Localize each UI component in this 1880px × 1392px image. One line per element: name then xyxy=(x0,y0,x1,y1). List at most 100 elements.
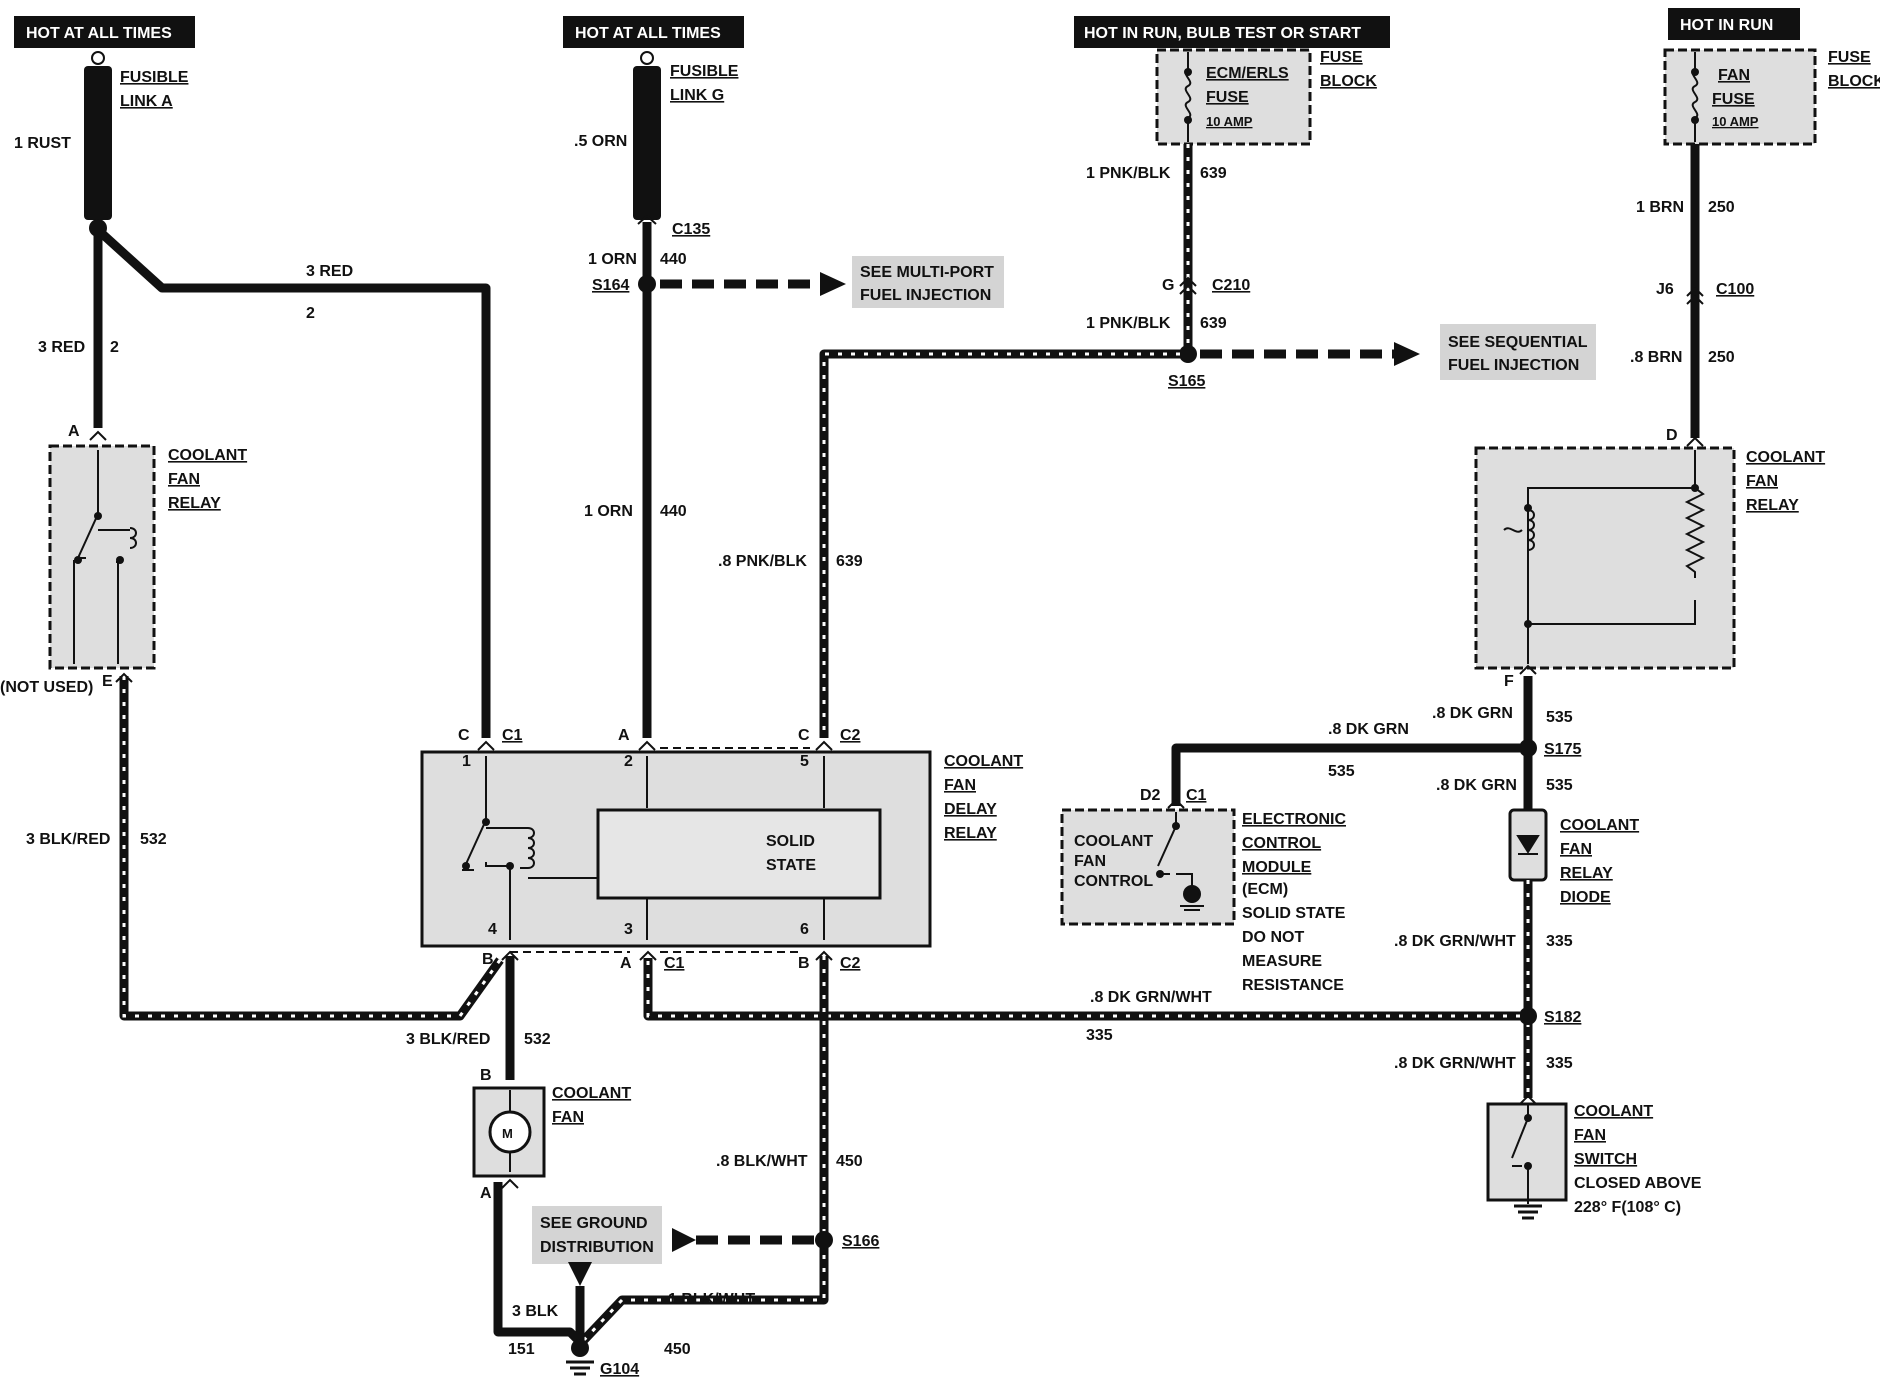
ecm-note-1: (ECM) xyxy=(1242,881,1288,898)
ecm-dot-2 xyxy=(1156,870,1164,878)
arrow-to-ground-dist xyxy=(672,1228,696,1252)
ecm-note-2: SOLID STATE xyxy=(1242,905,1346,922)
wire-label-3-red-top: 3 RED xyxy=(306,263,353,280)
delay-pin-4: 4 xyxy=(488,921,497,938)
wire-label-dk-grn-wht-b-num: 335 xyxy=(1086,1027,1113,1044)
see-mpfi-note xyxy=(852,256,1004,308)
ecm-fuse-label-1: ECM/ERLS xyxy=(1206,65,1289,82)
j6-label: J6 xyxy=(1656,281,1674,298)
fan-label-1: COOLANT xyxy=(552,1085,631,1102)
header-text-1: HOT AT ALL TIMES xyxy=(26,25,172,42)
fuse-block-2-label-2: BLOCK xyxy=(1828,73,1880,90)
c1-delay-bottom: C1 xyxy=(664,955,685,972)
s165-label: S165 xyxy=(1168,373,1205,390)
splice-s175 xyxy=(1519,739,1537,757)
c1-ecm-label: C1 xyxy=(1186,787,1207,804)
diode-symbol xyxy=(1516,835,1540,855)
relay-right-dot-2 xyxy=(1524,504,1532,512)
splice-fusible-a xyxy=(89,219,107,237)
ecm-box-label-1: COOLANT xyxy=(1074,833,1153,850)
delay-dot-3 xyxy=(506,862,514,870)
wire-label-1-rust: 1 RUST xyxy=(14,135,71,152)
fan-label-2: FAN xyxy=(552,1109,584,1126)
fuse-block-1-label-1: FUSE xyxy=(1320,49,1363,66)
pin-a-bottom-delay: A xyxy=(620,955,632,972)
wire-label-3-blk-red-fan-num: 532 xyxy=(524,1031,551,1048)
connector-chevrons xyxy=(89,214,1704,1189)
diode-label-3: RELAY xyxy=(1560,865,1613,882)
see-sfi-note xyxy=(1440,324,1596,380)
wire-3-blk-151 xyxy=(493,1182,582,1344)
fan-fuse-element xyxy=(1691,52,1699,142)
pin-b-bottom-delay-2: B xyxy=(798,955,810,972)
see-sfi-label-2: FUEL INJECTION xyxy=(1448,357,1579,374)
relay-right-dot-1 xyxy=(1691,484,1699,492)
wire-label-1-orn-b: 1 ORN xyxy=(584,503,633,520)
see-mpfi-label-2: FUEL INJECTION xyxy=(860,287,991,304)
relay-left-dot-1 xyxy=(94,512,102,520)
solid-state-label-2: STATE xyxy=(766,857,816,874)
not-used-label: (NOT USED) xyxy=(0,679,93,696)
splice-s166 xyxy=(815,1231,833,1249)
fan-fuse-box xyxy=(1663,48,1817,146)
pin-e-left-relay: E xyxy=(102,673,113,690)
pin-a-left-relay: A xyxy=(68,423,80,440)
wire-label-3-blk: 3 BLK xyxy=(512,1303,559,1320)
ecm-fuse-dot-2 xyxy=(1184,116,1192,124)
fan-pin-a: A xyxy=(480,1185,492,1202)
arrow-to-sfi xyxy=(1394,342,1420,366)
wire-label-8-blk-wht-num: 450 xyxy=(836,1153,863,1170)
fan-switch-note-1: CLOSED ABOVE xyxy=(1574,1175,1702,1192)
wire-label-dk-grn-wht-c-num: 335 xyxy=(1546,1055,1573,1072)
delay-dot-1 xyxy=(482,818,490,826)
splice-s165 xyxy=(1179,345,1197,363)
motor-m-label: M xyxy=(502,1126,513,1141)
ecm-note-4: MEASURE xyxy=(1242,953,1322,970)
fusible-g-label-1: FUSIBLE xyxy=(670,63,739,80)
ecm-fuse-label-3: 10 AMP xyxy=(1206,114,1253,129)
fan-fuse-label-1: FAN xyxy=(1718,67,1750,84)
g104-pointer xyxy=(568,1262,592,1286)
wire-label-3-blk-num: 151 xyxy=(508,1341,535,1358)
pin-c-left-delay: C xyxy=(458,727,470,744)
delay-relay-coil xyxy=(520,827,598,879)
diode-label-2: FAN xyxy=(1560,841,1592,858)
solid-state-module xyxy=(596,808,882,900)
ecm-dot-1 xyxy=(1172,822,1180,830)
wire-label-dk-grn-c: .8 DK GRN xyxy=(1436,777,1517,794)
wire-label-8-brn: .8 BRN xyxy=(1630,349,1682,366)
s182-label: S182 xyxy=(1544,1009,1581,1026)
wire-label-1-blk-wht: 1 BLK/WHT xyxy=(668,1291,755,1308)
coolant-fan-relay-left xyxy=(48,444,156,670)
relay-left-label-2: FAN xyxy=(168,471,200,488)
diode-label-1: COOLANT xyxy=(1560,817,1639,834)
s166-label: S166 xyxy=(842,1233,879,1250)
ecm-fuse-element xyxy=(1184,52,1192,142)
ecm-erls-fuse-box xyxy=(1155,48,1312,146)
fan-pin-b: B xyxy=(480,1067,492,1084)
see-mpfi-label-1: SEE MULTI-PORT xyxy=(860,264,994,281)
delay-pin-5: 5 xyxy=(800,753,809,770)
wire-label-dk-grn-b-num: 535 xyxy=(1328,763,1355,780)
fan-fuse-dot-1 xyxy=(1691,68,1699,76)
ecm-label-1: ELECTRONIC xyxy=(1242,811,1346,828)
relay-right-label-1: COOLANT xyxy=(1746,449,1825,466)
g-label: G xyxy=(1162,277,1174,294)
c2-delay-top: C2 xyxy=(840,727,861,744)
fan-switch-label-1: COOLANT xyxy=(1574,1103,1653,1120)
d2-label: D2 xyxy=(1140,787,1161,804)
wire-label-1-blk-wht-num: 450 xyxy=(664,1341,691,1358)
relay-left-label-1: COOLANT xyxy=(168,447,247,464)
relay-left-label-3: RELAY xyxy=(168,495,221,512)
g104-ground-icon xyxy=(566,1360,594,1376)
delay-pin-2: 2 xyxy=(624,753,633,770)
relay-left-dot-3 xyxy=(116,556,124,564)
pin-c-right-delay: C xyxy=(798,727,810,744)
fusible-link-a-terminal xyxy=(91,51,105,65)
wire-dk-grn-wht-335-horizontal-stripe xyxy=(646,958,1520,1018)
c2-delay-bottom: C2 xyxy=(840,955,861,972)
see-sfi-label-1: SEE SEQUENTIAL xyxy=(1448,334,1588,351)
wire-label-dk-grn-b: .8 DK GRN xyxy=(1328,721,1409,738)
wire-label-3-red-top-num: 2 xyxy=(306,305,315,322)
header-text-3: HOT IN RUN, BULB TEST OR START xyxy=(1084,25,1361,42)
